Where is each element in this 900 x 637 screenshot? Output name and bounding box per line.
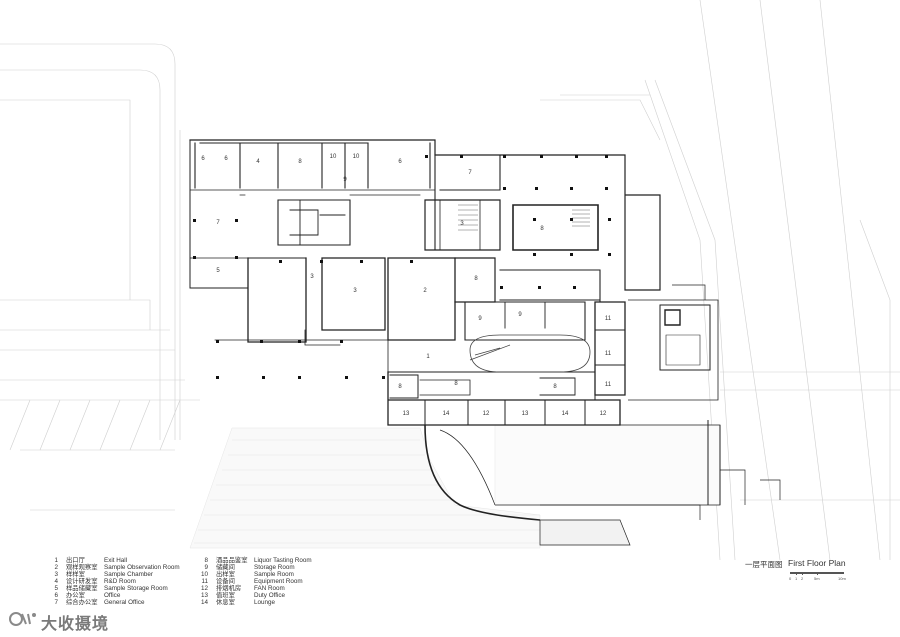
courtyard-curve (469, 334, 591, 373)
lower-block (424, 420, 781, 546)
room-label: 2 (423, 288, 427, 294)
room-label: 1 (426, 354, 430, 360)
room-labels: 6 6 4 8 10 10 6 9 7 7 3 8 5 3 3 2 8 9 9 … (201, 154, 611, 417)
room-label: 8 (540, 226, 544, 232)
room-label: 8 (298, 159, 302, 165)
watermark-logo-icon (9, 612, 36, 626)
room-label: 10 (330, 154, 337, 160)
room-label: 9 (343, 177, 347, 183)
room-label: 6 (398, 159, 402, 165)
legend-en: Storage Room (254, 564, 295, 571)
legend-cn: 观样观察室 (66, 564, 98, 571)
building-walls (189, 139, 661, 426)
legend-en: Exit Hall (104, 557, 128, 564)
legend-en: Sample Observation Room (104, 564, 180, 571)
legend-number: 10 (200, 571, 208, 578)
room-label: 9 (518, 312, 522, 318)
legend-number: 4 (54, 578, 58, 585)
room-label: 7 (468, 170, 472, 176)
legend-cn: 设备间 (216, 578, 235, 585)
room-label: 12 (483, 411, 490, 417)
legend-number: 6 (54, 592, 58, 599)
room-label: 5 (216, 268, 220, 274)
legend-en: Equipment Room (254, 578, 303, 585)
watermark-text: 大收摄境 (41, 616, 110, 633)
room-legend: 1 出口厅 Exit Hall 2 观样观察室 Sample Observati… (50, 557, 350, 609)
legend-cn: 设计研发室 (66, 578, 98, 585)
room-label: 9 (478, 316, 482, 322)
room-label: 3 (310, 274, 314, 280)
east-annex (628, 284, 719, 401)
room-label: 4 (256, 159, 260, 165)
legend-number: 1 (54, 557, 58, 564)
legend-en: Sample Room (254, 571, 294, 578)
scale-label: 10m (838, 576, 846, 581)
legend-en: General Office (104, 599, 145, 606)
room-label: 14 (562, 411, 569, 417)
room-label: 3 (460, 221, 464, 227)
scale-label: 0 (789, 576, 792, 581)
legend-number: 12 (200, 585, 208, 592)
site-context (0, 0, 900, 561)
plaza-hatching (189, 424, 721, 549)
legend-number: 5 (54, 585, 58, 592)
room-label: 12 (600, 411, 607, 417)
legend-cn: 办公室 (66, 592, 85, 599)
scale-bar-line (790, 572, 844, 575)
legend-number: 3 (54, 571, 58, 578)
room-label: 8 (454, 381, 458, 387)
room-label: 6 (201, 156, 205, 162)
plan-title-cn: 一层平面图 (745, 560, 783, 569)
legend-en: Office (104, 592, 121, 599)
room-label: 7 (216, 220, 220, 226)
scale-label: 2 (801, 576, 804, 581)
scale-label: 5m (814, 576, 820, 581)
legend-cn: 综合办公室 (66, 599, 98, 606)
legend-number: 9 (204, 564, 208, 571)
legend-en: Liquor Tasting Room (254, 557, 312, 564)
legend-cn: 酒品品鉴室 (216, 557, 248, 564)
legend-cn: 休息室 (216, 599, 235, 606)
legend-en: Sample Chamber (104, 571, 153, 578)
columns (193, 155, 611, 379)
stair-lines (458, 204, 590, 231)
room-label: 6 (224, 156, 228, 162)
legend-cn: 出口厅 (66, 557, 85, 564)
legend-en: Lounge (254, 599, 276, 606)
room-label: 10 (353, 154, 360, 160)
room-label: 3 (353, 288, 357, 294)
scale-label: 1 (795, 576, 798, 581)
room-label: 8 (553, 384, 557, 390)
legend-cn: 出样室 (216, 571, 235, 578)
plan-title-en: First Floor Plan (788, 558, 846, 568)
legend-number: 11 (201, 578, 208, 585)
room-label: 11 (605, 316, 612, 322)
room-label: 13 (522, 411, 529, 417)
room-label: 8 (398, 384, 402, 390)
room-label: 11 (605, 351, 612, 357)
legend-cn: 样品储藏室 (66, 585, 98, 592)
room-label: 8 (474, 276, 478, 282)
legend-number: 14 (200, 599, 208, 606)
legend-number: 2 (54, 564, 58, 571)
room-label: 11 (605, 382, 612, 388)
legend-number: 13 (200, 592, 208, 599)
legend-number: 7 (54, 599, 58, 606)
watermark: 大收摄境 (8, 609, 123, 633)
legend-en: R&D Room (104, 578, 136, 585)
legend-en: Sample Storage Room (104, 585, 168, 592)
legend-cn: 排烟机房 (216, 585, 242, 592)
legend-cn: 样样室 (66, 571, 85, 578)
room-label: 14 (443, 411, 450, 417)
legend-cn: 值班室 (216, 592, 235, 599)
legend-en: Duty Office (254, 592, 286, 599)
scale-bar: 0 1 2 5m 10m (789, 570, 850, 582)
legend-cn: 储藏间 (216, 564, 235, 571)
legend-number: 8 (204, 557, 208, 564)
legend-en: FAN Room (254, 585, 285, 592)
room-label: 13 (403, 411, 410, 417)
